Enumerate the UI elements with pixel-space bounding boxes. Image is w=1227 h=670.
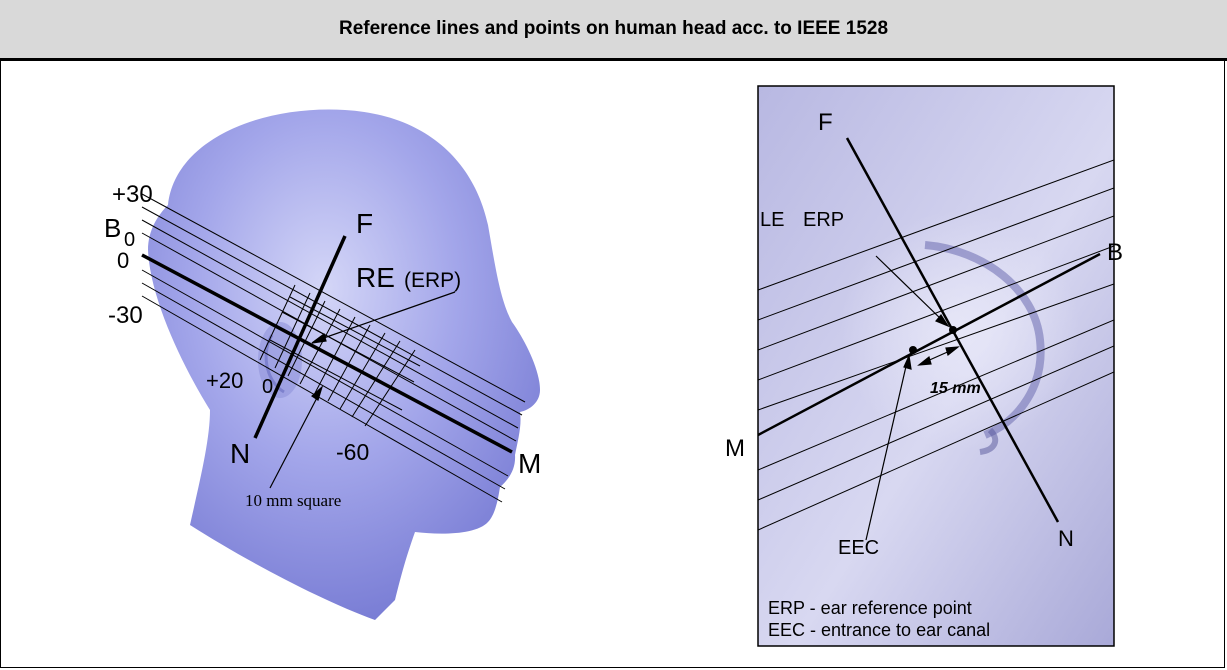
label-erp-right: ERP: [803, 209, 844, 231]
head-silhouette: [148, 109, 540, 620]
label-minus30: -30: [108, 302, 143, 329]
reference-line-fn: [253, 235, 347, 439]
erp-point: [949, 326, 957, 334]
label-minus60: -60: [336, 439, 369, 465]
right-arrows: [865, 255, 960, 541]
label-re: RE: [356, 262, 395, 293]
label-f-left: F: [356, 208, 373, 239]
label-10mm-square: 10 mm square: [245, 491, 341, 510]
label-le: LE: [760, 209, 784, 231]
label-f-right: F: [818, 109, 833, 136]
legend-eec: EEC - entrance to ear canal: [768, 620, 990, 640]
left-arrows: [269, 291, 456, 489]
figure-header: Reference lines and points on human head…: [0, 0, 1227, 61]
label-zero-left: 0: [117, 248, 129, 273]
erp-grid: [259, 284, 421, 427]
label-plus30: +30: [112, 181, 153, 208]
label-erp-left: (ERP): [404, 269, 461, 292]
right-panel: F LE ERP 15 mm EEC N ERP - ear reference…: [757, 85, 1115, 647]
head-figure: [148, 109, 540, 620]
ear-outline: [924, 241, 1045, 439]
panel-reference-lines: [758, 159, 1114, 531]
label-n-right: N: [1058, 526, 1074, 551]
panel-line-mb: [758, 252, 1101, 437]
label-plus20: +20: [206, 368, 243, 393]
legend-erp: ERP - ear reference point: [768, 598, 972, 618]
ear-glow: [840, 210, 1080, 450]
label-b-left: B: [104, 213, 121, 243]
label-eec: EEC: [838, 537, 879, 559]
figure-title: Reference lines and points on human head…: [338, 18, 889, 39]
label-n-left: N: [230, 438, 250, 469]
label-m-right: M: [725, 435, 745, 462]
eec-point: [909, 346, 917, 354]
label-zero-bottom: 0: [262, 376, 273, 398]
label-m-left: M: [518, 448, 541, 479]
label-zero-left-top: 0: [124, 229, 135, 251]
label-15mm: 15 mm: [930, 380, 981, 397]
label-b-right: B: [1107, 239, 1123, 266]
